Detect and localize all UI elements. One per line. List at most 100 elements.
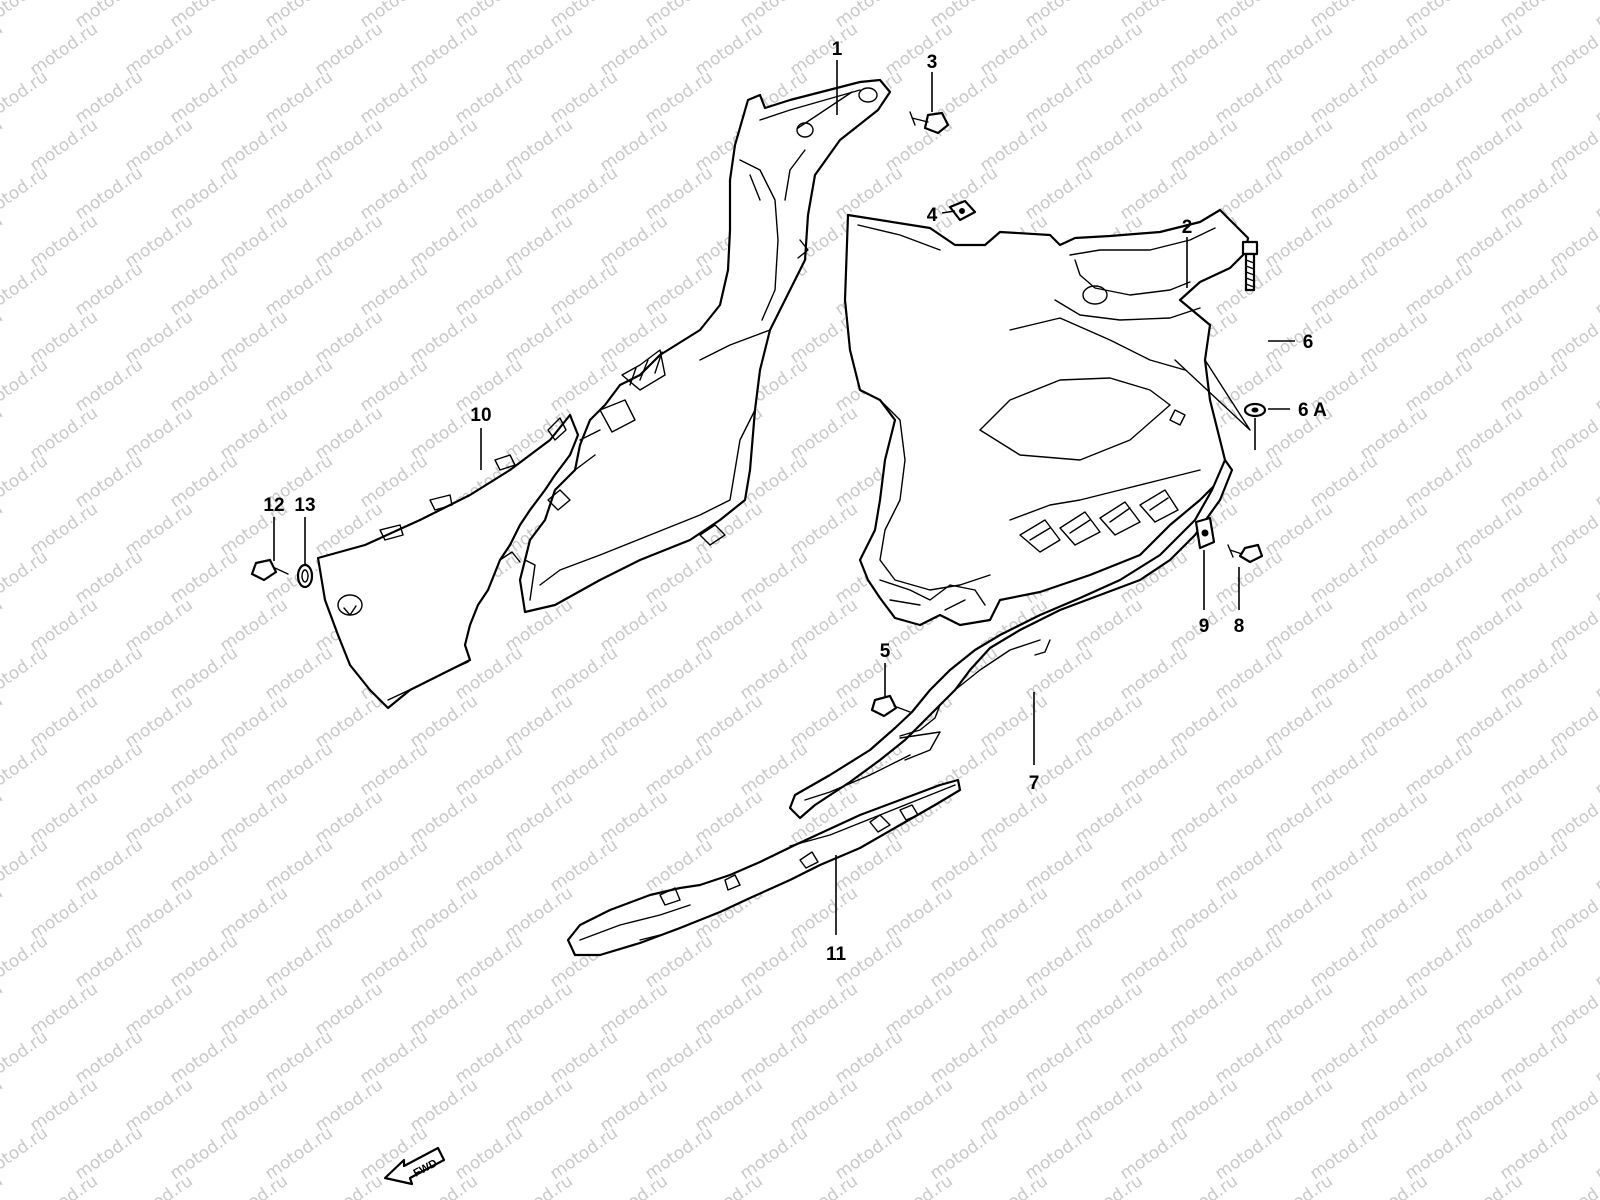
watermark-text: motod.ru	[1306, 835, 1381, 896]
watermark-text: motod.ru	[1356, 1171, 1431, 1200]
watermark-text: motod.ru	[976, 1171, 1051, 1200]
bracket-indicator	[1174, 359, 1251, 431]
callout-11: 11	[826, 944, 847, 965]
watermark-text: motod.ru	[1021, 67, 1096, 128]
watermark-text: motod.ru	[216, 1171, 291, 1200]
watermark-text: motod.ru	[0, 979, 7, 1040]
watermark-text: motod.ru	[546, 835, 621, 896]
watermark-text: motod.ru	[1591, 0, 1600, 32]
watermark-text: motod.ru	[1546, 1171, 1600, 1200]
part-3-screw-icon[interactable]	[909, 111, 950, 135]
watermark-text: motod.ru	[546, 643, 621, 704]
watermark-text: motod.ru	[641, 739, 716, 800]
watermark-text: motod.ru	[736, 1123, 811, 1184]
watermark-text: motod.ru	[1021, 1027, 1096, 1088]
watermark-text: motod.ru	[1021, 835, 1096, 896]
watermark-text: motod.ru	[166, 1123, 241, 1184]
part-8-screw-icon[interactable]	[1227, 543, 1264, 564]
watermark-text: motod.ru	[1306, 739, 1381, 800]
watermark-text: motod.ru	[1401, 739, 1476, 800]
watermark-text: motod.ru	[831, 643, 906, 704]
watermark-text: motod.ru	[1401, 355, 1476, 416]
watermark-text: motod.ru	[641, 1123, 716, 1184]
watermark-text: motod.ru	[0, 1075, 7, 1136]
callout-3: 3	[927, 52, 938, 73]
watermark-text: motod.ru	[1166, 1171, 1241, 1200]
watermark-text: motod.ru	[261, 355, 336, 416]
part-4-clip-icon[interactable]	[948, 199, 977, 222]
watermark-text: motod.ru	[451, 259, 526, 320]
watermark-text: motod.ru	[166, 643, 241, 704]
watermark-text: motod.ru	[1496, 355, 1571, 416]
watermark-text: motod.ru	[1401, 67, 1476, 128]
watermark-text: motod.ru	[71, 451, 146, 512]
part-6a-washer-icon[interactable]	[1243, 402, 1267, 418]
watermark-text: motod.ru	[1591, 643, 1600, 704]
watermark-text: motod.ru	[1071, 1171, 1146, 1200]
watermark-text: motod.ru	[1451, 1171, 1526, 1200]
watermark-text: motod.ru	[261, 259, 336, 320]
watermark-text: motod.ru	[0, 163, 52, 224]
part-11-step-trim[interactable]	[566, 778, 962, 957]
watermark-text: motod.ru	[1306, 1123, 1381, 1184]
watermark-text: motod.ru	[546, 163, 621, 224]
watermark-text: motod.ru	[451, 739, 526, 800]
part-10-leg-shield-cover[interactable]	[316, 413, 580, 710]
watermark-text: motod.ru	[166, 547, 241, 608]
part-9-nut-clip-icon[interactable]	[1194, 516, 1216, 550]
part-5-bolt-icon[interactable]	[870, 694, 911, 718]
watermark-text: motod.ru	[166, 67, 241, 128]
watermark-text: motod.ru	[1496, 643, 1571, 704]
watermark-text: motod.ru	[451, 163, 526, 224]
watermark-text: motod.ru	[71, 643, 146, 704]
watermark-text: motod.ru	[356, 1027, 431, 1088]
callout-2: 2	[1182, 217, 1193, 238]
watermark-text: motod.ru	[1211, 1027, 1286, 1088]
watermark-text: motod.ru	[71, 547, 146, 608]
watermark-text: motod.ru	[1496, 547, 1571, 608]
watermark-text: motod.ru	[1021, 931, 1096, 992]
watermark-text: motod.ru	[641, 163, 716, 224]
part-2-center-cover[interactable]	[843, 208, 1250, 627]
watermark-text: motod.ru	[1116, 643, 1191, 704]
part-7-side-cover[interactable]	[788, 458, 1234, 820]
watermark-text: motod.ru	[261, 931, 336, 992]
watermark-text: motod.ru	[1591, 259, 1600, 320]
watermark-text: motod.ru	[926, 835, 1001, 896]
callout-8: 8	[1234, 616, 1245, 637]
watermark-text: motod.ru	[1306, 67, 1381, 128]
watermark-text: motod.ru	[71, 259, 146, 320]
watermark-text: motod.ru	[0, 403, 7, 464]
watermark-text: motod.ru	[1211, 67, 1286, 128]
watermark-text: motod.ru	[1401, 259, 1476, 320]
watermark-text: motod.ru	[121, 1171, 196, 1200]
watermark-text: motod.ru	[71, 1027, 146, 1088]
watermark-text: motod.ru	[166, 451, 241, 512]
watermark-text: motod.ru	[166, 1027, 241, 1088]
watermark-text: motod.ru	[166, 259, 241, 320]
part-12-bolt-icon[interactable]	[250, 558, 289, 582]
watermark-text: motod.ru	[261, 739, 336, 800]
watermark-text: motod.ru	[451, 67, 526, 128]
watermark-text: motod.ru	[0, 0, 52, 32]
watermark-text: motod.ru	[831, 1027, 906, 1088]
watermark-text: motod.ru	[356, 835, 431, 896]
watermark-text: motod.ru	[691, 1171, 766, 1200]
callout-6a: 6 A	[1298, 400, 1327, 421]
watermark-text: motod.ru	[736, 931, 811, 992]
watermark-text: motod.ru	[1306, 1027, 1381, 1088]
part-13-washer-icon[interactable]	[296, 563, 314, 589]
watermark-text: motod.ru	[0, 1027, 52, 1088]
watermark-text: motod.ru	[1306, 259, 1381, 320]
watermark-text: motod.ru	[1211, 1123, 1286, 1184]
watermark-text: motod.ru	[1591, 355, 1600, 416]
watermark-text: motod.ru	[1496, 1123, 1571, 1184]
watermark-text: motod.ru	[546, 1027, 621, 1088]
watermark-text: motod.ru	[356, 931, 431, 992]
watermark-text: motod.ru	[1306, 931, 1381, 992]
watermark-text: motod.ru	[356, 67, 431, 128]
part-6-bolt-icon[interactable]	[1241, 240, 1259, 292]
watermark-text: motod.ru	[736, 547, 811, 608]
watermark-text: motod.ru	[71, 355, 146, 416]
part-1-leg-shield-inner[interactable]	[518, 78, 892, 614]
